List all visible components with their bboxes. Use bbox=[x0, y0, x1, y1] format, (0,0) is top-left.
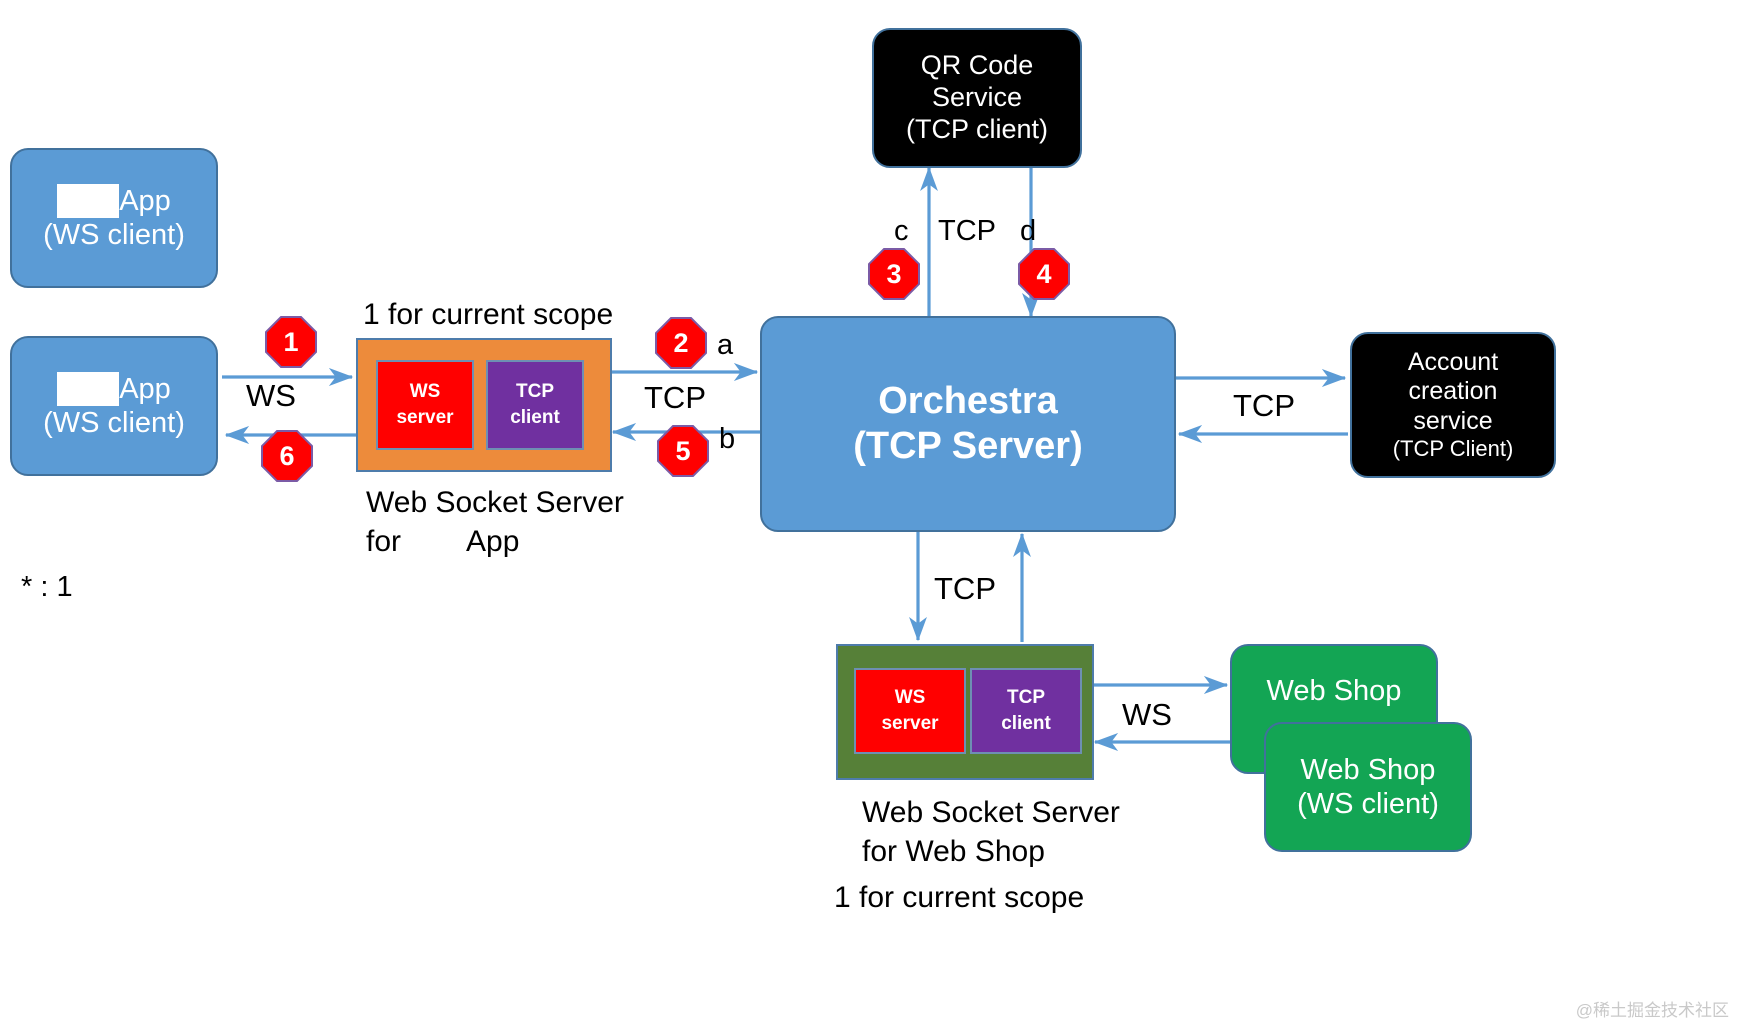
node-app-ws-client-top[interactable]: App (WS client) bbox=[10, 148, 218, 288]
qr-service-line3: (TCP client) bbox=[905, 113, 1049, 144]
step-badge-5: 5 bbox=[659, 427, 707, 475]
redacted-brand-mark bbox=[57, 183, 120, 218]
ws-server-label-line2: server bbox=[396, 407, 454, 428]
edge-label-ws-app: WS bbox=[246, 378, 296, 413]
watermark: @稀土掘金技术社区 bbox=[1575, 1001, 1729, 1020]
node-orchestra[interactable]: Orchestra (TCP Server) bbox=[760, 316, 1176, 532]
node-account-creation-service[interactable]: Account creation service (TCP Client) bbox=[1350, 332, 1556, 478]
step-badge-1-wrap[interactable]: 1 bbox=[265, 316, 317, 368]
step-badge-6: 6 bbox=[263, 432, 311, 480]
step-badge-5-wrap[interactable]: 5 bbox=[657, 425, 709, 477]
caption-ws-server-webshop-scope: 1 for current scope bbox=[834, 881, 1085, 914]
step-badge-4: 4 bbox=[1020, 250, 1068, 298]
step-badge-3: 3 bbox=[870, 250, 918, 298]
caption-ws-server-webshop-line1: Web Socket Server bbox=[862, 796, 1120, 829]
edge-label-tcp-account: TCP bbox=[1233, 388, 1295, 423]
step-badge-2: 2 bbox=[657, 319, 705, 367]
qr-service-line1: QR Code bbox=[920, 50, 1034, 81]
tcp-client-webshop-label-line2: client bbox=[1001, 713, 1051, 734]
step-badge-6-wrap[interactable]: 6 bbox=[261, 430, 313, 482]
ws-server-webshop-label-line1: WS bbox=[894, 687, 926, 709]
account-service-line2: creation bbox=[1408, 377, 1498, 406]
letter-d: d bbox=[1020, 215, 1037, 247]
node-qr-code-service[interactable]: QR Code Service (TCP client) bbox=[872, 28, 1082, 168]
app-top-line2: (WS client) bbox=[43, 219, 185, 251]
step-badge-2-wrap[interactable]: 2 bbox=[655, 317, 707, 369]
account-service-line3: service bbox=[1413, 406, 1493, 435]
caption-ws-server-app-title: Web Socket Server bbox=[366, 486, 624, 519]
container-ws-server-for-webshop[interactable]: WS server TCP client bbox=[836, 644, 1094, 780]
letter-a: a bbox=[717, 329, 734, 361]
app-top-line1: App bbox=[57, 183, 171, 218]
tcp-client-module-webshop[interactable]: TCP client bbox=[970, 668, 1082, 754]
caption-ws-server-webshop-line2: for Web Shop bbox=[862, 835, 1045, 868]
node-web-shop-front[interactable]: Web Shop (WS client) bbox=[1264, 722, 1472, 852]
orchestra-line1: Orchestra bbox=[878, 380, 1058, 423]
ws-server-webshop-label-line2: server bbox=[881, 713, 939, 734]
web-shop-back-label: Web Shop bbox=[1266, 675, 1402, 707]
ws-server-module-app[interactable]: WS server bbox=[376, 360, 474, 450]
web-shop-front-line2: (WS client) bbox=[1297, 788, 1439, 820]
ws-server-module-webshop[interactable]: WS server bbox=[854, 668, 966, 754]
annotation-cardinality: * : 1 bbox=[21, 571, 73, 603]
account-service-line1: Account bbox=[1407, 347, 1499, 376]
account-service-line4: (TCP Client) bbox=[1392, 436, 1514, 462]
tcp-client-label-line1: TCP bbox=[516, 381, 554, 403]
ws-server-label-line1: WS bbox=[409, 381, 441, 403]
letter-b: b bbox=[719, 423, 736, 455]
app-bottom-line2: (WS client) bbox=[43, 407, 185, 439]
caption-ws-server-app-scope: 1 for current scope bbox=[363, 298, 614, 331]
edge-label-tcp-qr: TCP bbox=[938, 215, 996, 247]
step-badge-4-wrap[interactable]: 4 bbox=[1018, 248, 1070, 300]
node-app-ws-client-bottom[interactable]: App (WS client) bbox=[10, 336, 218, 476]
orchestra-line2: (TCP Server) bbox=[853, 425, 1083, 467]
tcp-client-webshop-label-line1: TCP bbox=[1007, 687, 1045, 709]
caption-ws-server-app-for: for bbox=[366, 525, 402, 558]
letter-c: c bbox=[894, 215, 909, 247]
step-badge-3-wrap[interactable]: 3 bbox=[868, 248, 920, 300]
web-shop-front-line1: Web Shop bbox=[1300, 753, 1436, 786]
app-bottom-line1: App bbox=[57, 371, 171, 406]
container-ws-server-for-app[interactable]: WS server TCP client bbox=[356, 338, 612, 472]
step-badge-1: 1 bbox=[267, 318, 315, 366]
edge-label-tcp-webshop: TCP bbox=[934, 571, 996, 606]
caption-ws-server-app-appname: App bbox=[466, 525, 520, 558]
tcp-client-label-line2: client bbox=[510, 407, 560, 428]
edge-label-tcp-app-orchestra: TCP bbox=[644, 380, 706, 415]
tcp-client-module-app[interactable]: TCP client bbox=[486, 360, 584, 450]
qr-service-line2: Service bbox=[931, 82, 1023, 113]
redacted-brand-mark bbox=[57, 371, 120, 406]
edge-label-ws-webshop: WS bbox=[1122, 697, 1172, 732]
